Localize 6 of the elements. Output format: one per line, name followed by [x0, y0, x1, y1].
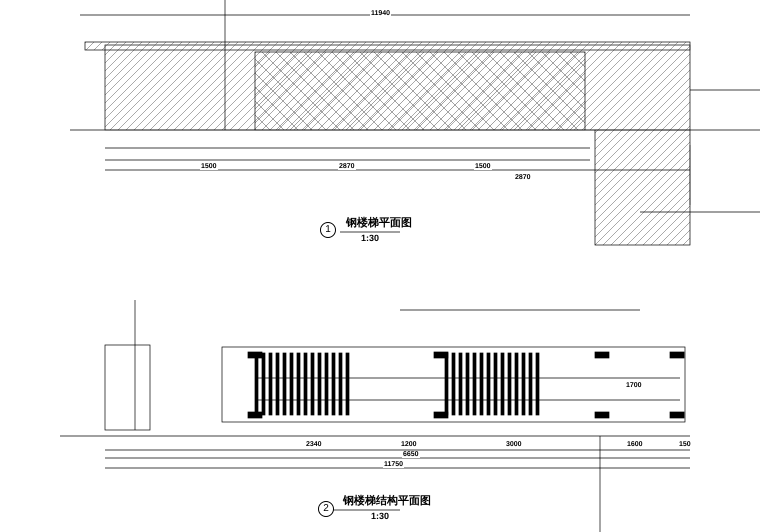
- detail-number: 2: [318, 501, 334, 517]
- drawing-title: 钢楼梯平面图: [345, 218, 413, 229]
- scale-text: 1:30: [360, 234, 380, 243]
- scale-text: 1:30: [370, 512, 390, 521]
- detail-number: 1: [320, 222, 336, 238]
- drawing-title: 钢楼梯结构平面图: [342, 496, 432, 507]
